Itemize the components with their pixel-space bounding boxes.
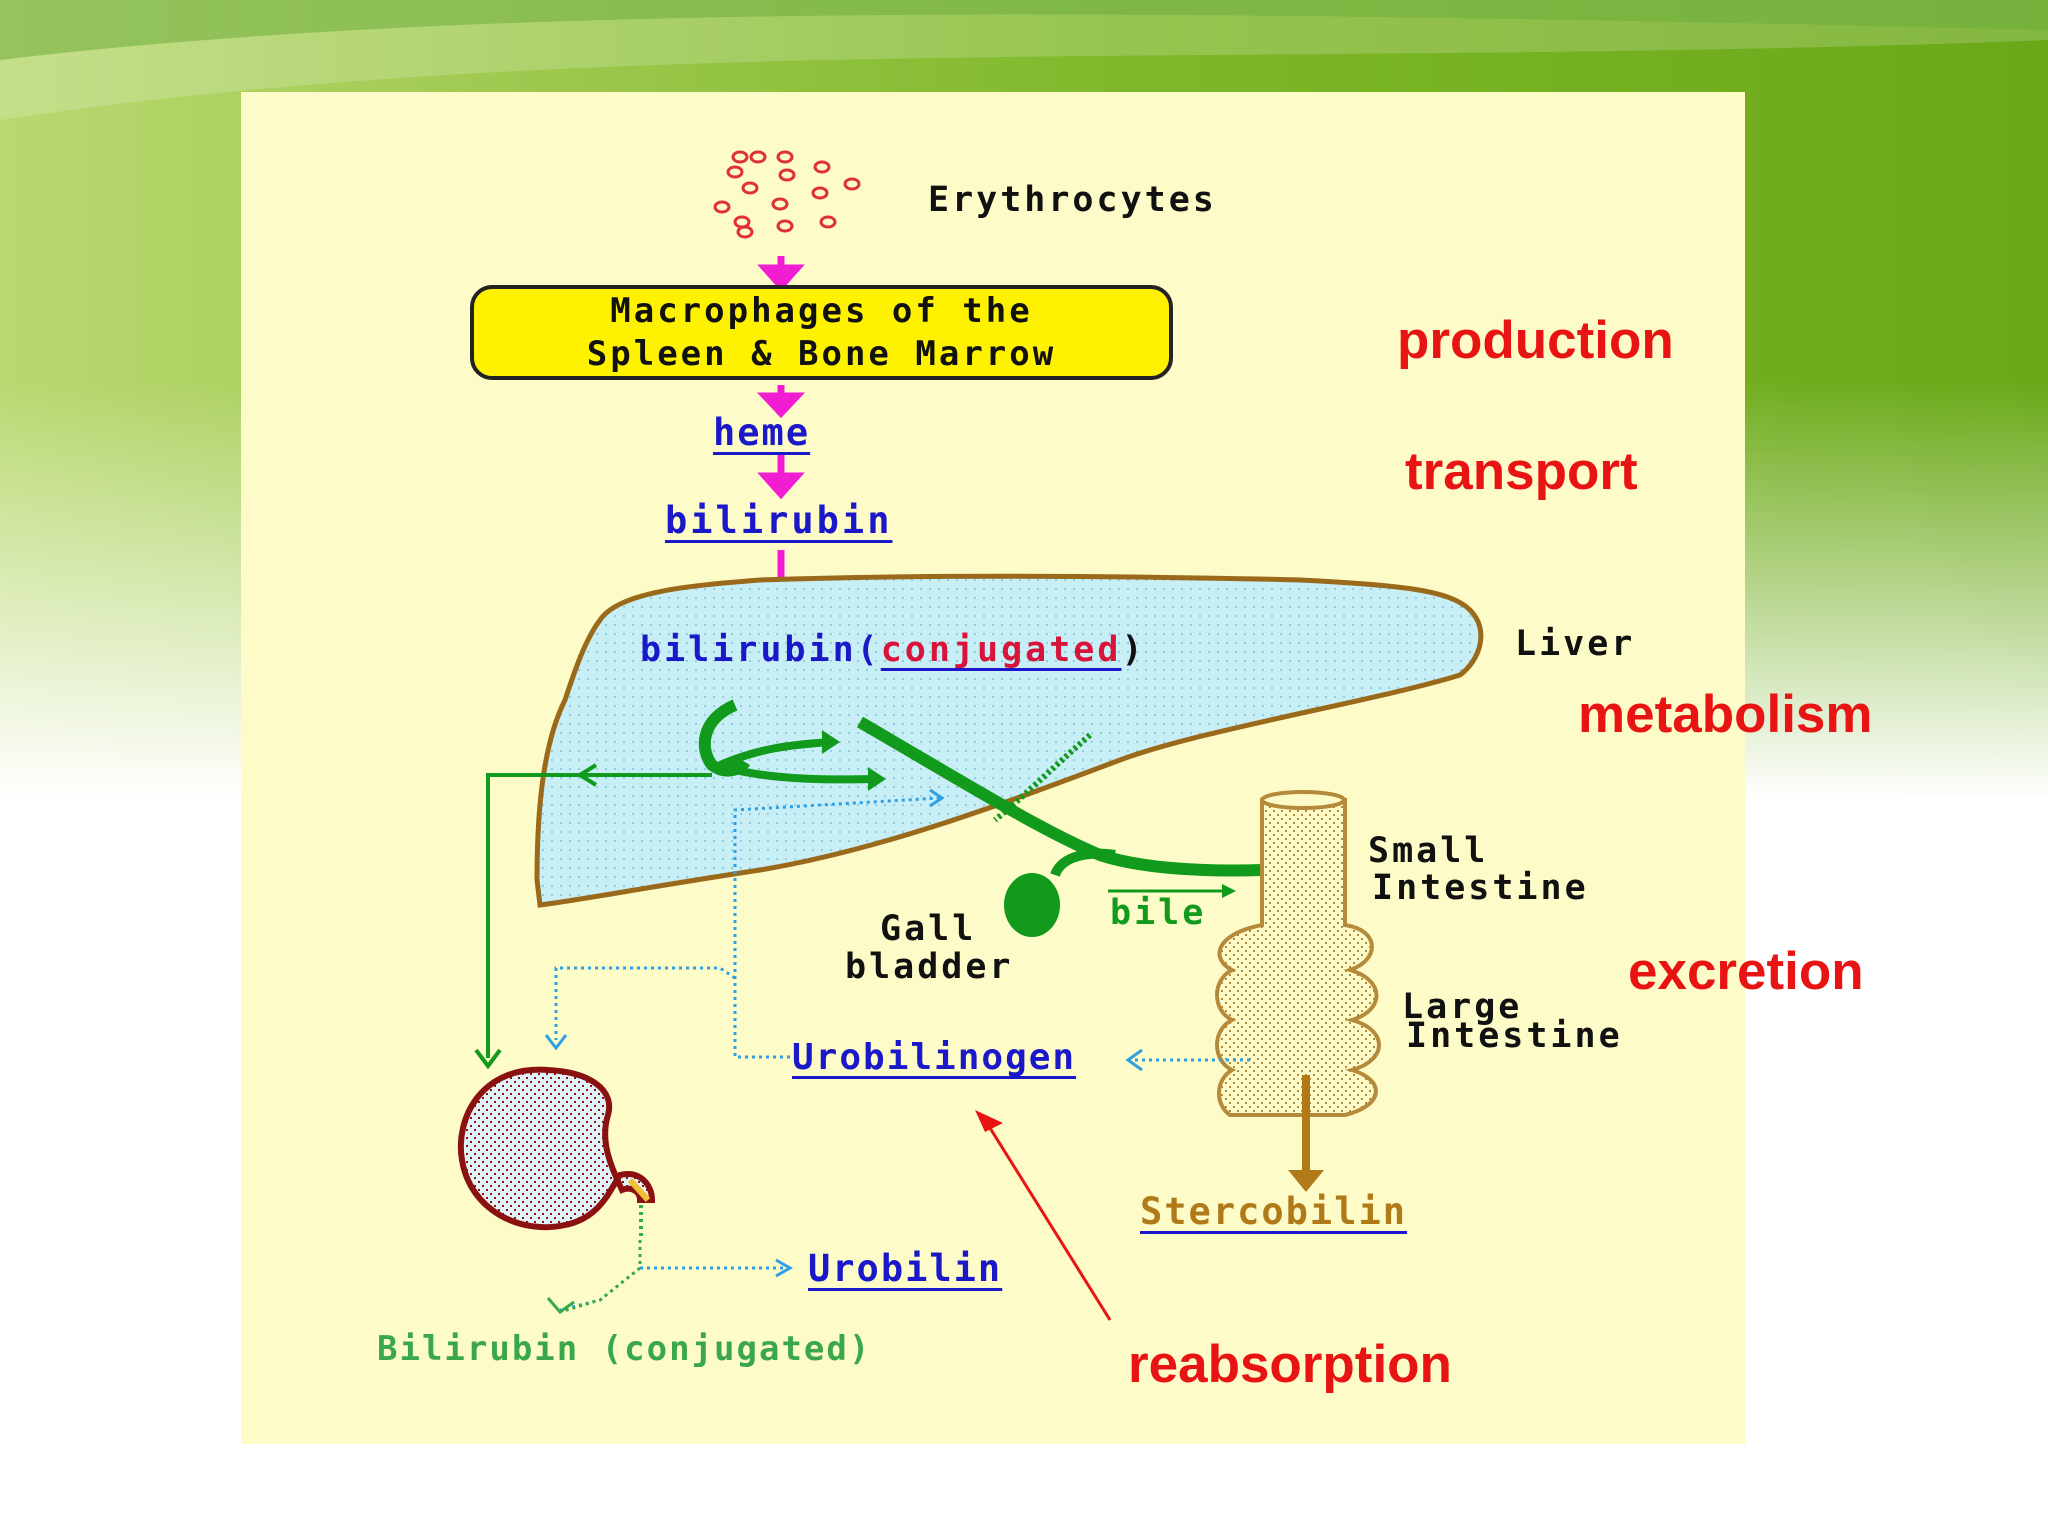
small-intestine-line2: Intestine: [1372, 868, 1589, 908]
conjugated-link[interactable]: conjugated: [880, 630, 1122, 670]
bile-duct: [698, 699, 1263, 878]
gall-label: Gall: [880, 909, 977, 949]
urine-bilirubin-label: Bilirubin (conjugated): [377, 1329, 872, 1369]
urobilinogen-link[interactable]: Urobilinogen: [792, 1037, 1077, 1078]
bilirubin-link[interactable]: bilirubin: [665, 499, 893, 542]
macrophages-line1: Macrophages of the: [610, 291, 1033, 331]
bile-arrowheads: [822, 730, 886, 791]
bile-label: bile: [1110, 893, 1207, 933]
liver-bilirubin-text: bilirubin(: [640, 630, 881, 670]
macrophages-line2: Spleen & Bone Marrow: [586, 333, 1057, 374]
urobilin-link[interactable]: Urobilin: [808, 1247, 1003, 1290]
large-intestine-line1: Large: [1402, 987, 1523, 1027]
stage-transport: transport: [1405, 442, 1638, 501]
liver-label: Liver: [1515, 624, 1636, 664]
liver-bilirubin-close: ): [1121, 630, 1146, 670]
small-intestine-line1: Small: [1368, 831, 1489, 871]
large-intestine-line2: Intestine: [1406, 1016, 1623, 1056]
gallbladder-icon: [1004, 873, 1060, 937]
erythrocytes-label: Erythrocytes: [928, 180, 1217, 220]
kidney-icon: [457, 1066, 656, 1240]
stage-excretion: excretion: [1628, 942, 1864, 1001]
stage-reabsorption: reabsorption: [1128, 1335, 1452, 1394]
bladder-label: bladder: [845, 947, 1014, 987]
macrophages-box: Macrophages of the Spleen & Bone Marrow: [470, 285, 1173, 380]
liver-bilirubin-label: bilirubin(conjugated): [640, 633, 1146, 668]
stage-metabolism: metabolism: [1578, 685, 1873, 744]
erythrocyte-cluster-icon: [713, 150, 861, 239]
intestine-icon: [1215, 790, 1381, 1117]
stercobilin-link[interactable]: Stercobilin: [1140, 1190, 1408, 1233]
blood-path: [486, 763, 712, 1058]
liver-icon: [534, 573, 1484, 908]
heme-link[interactable]: heme: [713, 411, 811, 454]
stage-production: production: [1397, 311, 1674, 370]
dotted-arrowheads: [544, 788, 1143, 1278]
